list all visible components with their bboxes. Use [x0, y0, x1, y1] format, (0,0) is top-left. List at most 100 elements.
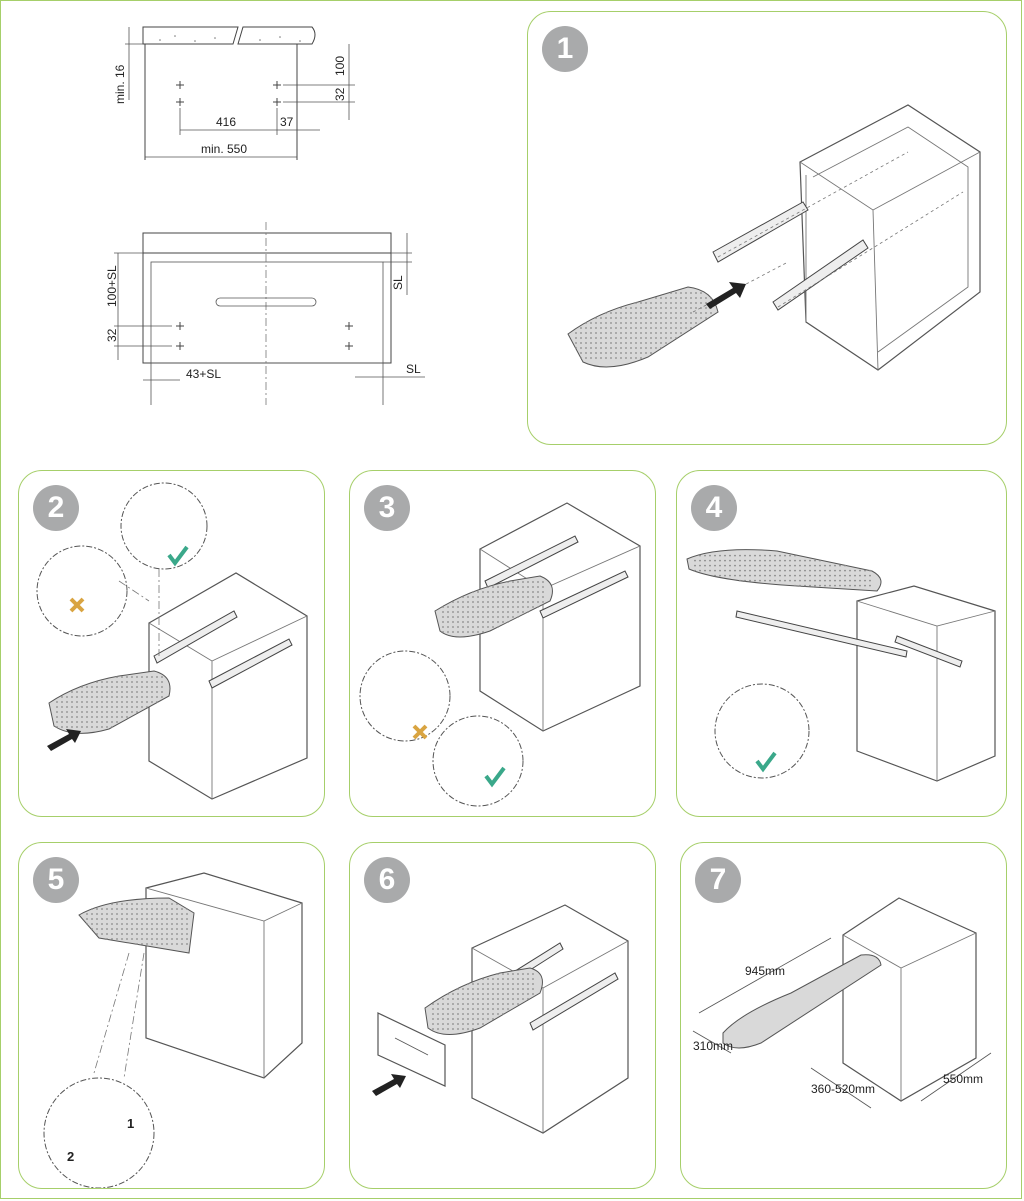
perforation-dot [759, 574, 761, 577]
perforation-dot [151, 943, 153, 945]
perforation-dot [482, 1023, 484, 1025]
perforation-dot [829, 584, 831, 587]
perforation-dot [754, 554, 756, 557]
perforation-dot [595, 347, 597, 349]
perforation-dot [502, 596, 504, 598]
perforation-dot [447, 998, 449, 1000]
perforation-dot [106, 933, 108, 935]
perforation-dot [650, 307, 652, 309]
perforation-dot [694, 559, 696, 562]
perforation-dot [472, 591, 474, 593]
perforation-dot [156, 691, 158, 693]
perforation-dot [141, 928, 143, 930]
perforation-dot [467, 993, 469, 995]
perforation-dot [507, 973, 509, 975]
perforation-dot [754, 569, 756, 572]
perforation-dot [442, 1008, 444, 1010]
perforation-dot [442, 621, 444, 623]
perforation-dot [620, 312, 622, 314]
perforation-dot [66, 716, 68, 718]
perforation-dot [156, 903, 158, 905]
perforation-dot [512, 998, 514, 1000]
perforation-dot [704, 569, 706, 572]
perforation-dot [680, 322, 682, 324]
perforation-dot [542, 586, 544, 588]
perforation-dot [774, 564, 776, 567]
perforation-dot [512, 581, 514, 583]
perforation-dot [116, 696, 118, 698]
perforation-dot [705, 307, 707, 309]
step7-illustration: 945mm 310mm 360-520mm 550mm [692, 897, 992, 1109]
perforation-dot [600, 337, 602, 339]
perforation-dot [492, 621, 494, 623]
perforation-dot [625, 307, 627, 309]
perforation-dot [482, 606, 484, 608]
board-perforation [442, 581, 544, 633]
perforation-dot [447, 626, 449, 628]
perforation-dot [517, 591, 519, 593]
perforation-dot [630, 357, 632, 359]
perforation-dot [645, 327, 647, 329]
perforation-dot [447, 621, 449, 623]
perforation-dot [131, 918, 133, 920]
perforation-dot [849, 584, 851, 587]
perforation-dot [769, 564, 771, 567]
perforation-dot [482, 998, 484, 1000]
perforation-dot [126, 938, 128, 940]
perforation-dot [754, 579, 756, 582]
perforation-dot [660, 332, 662, 334]
perforation-dot [176, 928, 178, 930]
perforation-dot [462, 993, 464, 995]
perforation-dot [665, 322, 667, 324]
perforation-dot [492, 1003, 494, 1005]
perforation-dot [121, 913, 123, 915]
perforation-dot [650, 317, 652, 319]
perforation-dot [769, 569, 771, 572]
perforation-dot [472, 983, 474, 985]
ironing-board [567, 286, 719, 368]
perforation-dot [814, 574, 816, 577]
perforation-dot [645, 302, 647, 304]
perforation-dot [141, 923, 143, 925]
perforation-dot [670, 322, 672, 324]
perforation-dot [452, 1003, 454, 1005]
perforation-dot [640, 352, 642, 354]
perforation-dot [161, 908, 163, 910]
perforation-dot [462, 631, 464, 633]
step-panel-4: 4 [676, 470, 1007, 817]
perforation-dot [116, 908, 118, 910]
perforation-dot [542, 596, 544, 598]
perforation-dot [452, 611, 454, 613]
perforation-dot [610, 327, 612, 329]
perforation-dot [527, 586, 529, 588]
perforation-dot [141, 933, 143, 935]
rail-upper [712, 201, 809, 263]
perforation-dot [467, 988, 469, 990]
perforation-dot [630, 307, 632, 309]
perforation-dot [502, 978, 504, 980]
perforation-dot [111, 923, 113, 925]
perforation-dot [774, 554, 776, 557]
perforation-dot [151, 918, 153, 920]
perforation-dot [497, 591, 499, 593]
perforation-dot [532, 988, 534, 990]
perforation-dot [96, 686, 98, 688]
perforation-dot [665, 317, 667, 319]
perforation-dot [605, 352, 607, 354]
perforation-dot [56, 701, 58, 703]
perforation-dot [121, 918, 123, 920]
perforation-dot [472, 988, 474, 990]
perforation-dot [437, 1008, 439, 1010]
step-panel-5: 5 1 2 [18, 842, 325, 1189]
perforation-dot [477, 611, 479, 613]
perforation-dot [116, 711, 118, 713]
perforation-dot [156, 928, 158, 930]
perforation-dot [749, 579, 751, 582]
perforation-dot [819, 579, 821, 582]
perforation-dot [146, 908, 148, 910]
perforation-dot [645, 332, 647, 334]
perforation-dot [61, 726, 63, 728]
perforation-dot [121, 681, 123, 683]
perforation-dot [131, 676, 133, 678]
perforation-dot [675, 317, 677, 319]
